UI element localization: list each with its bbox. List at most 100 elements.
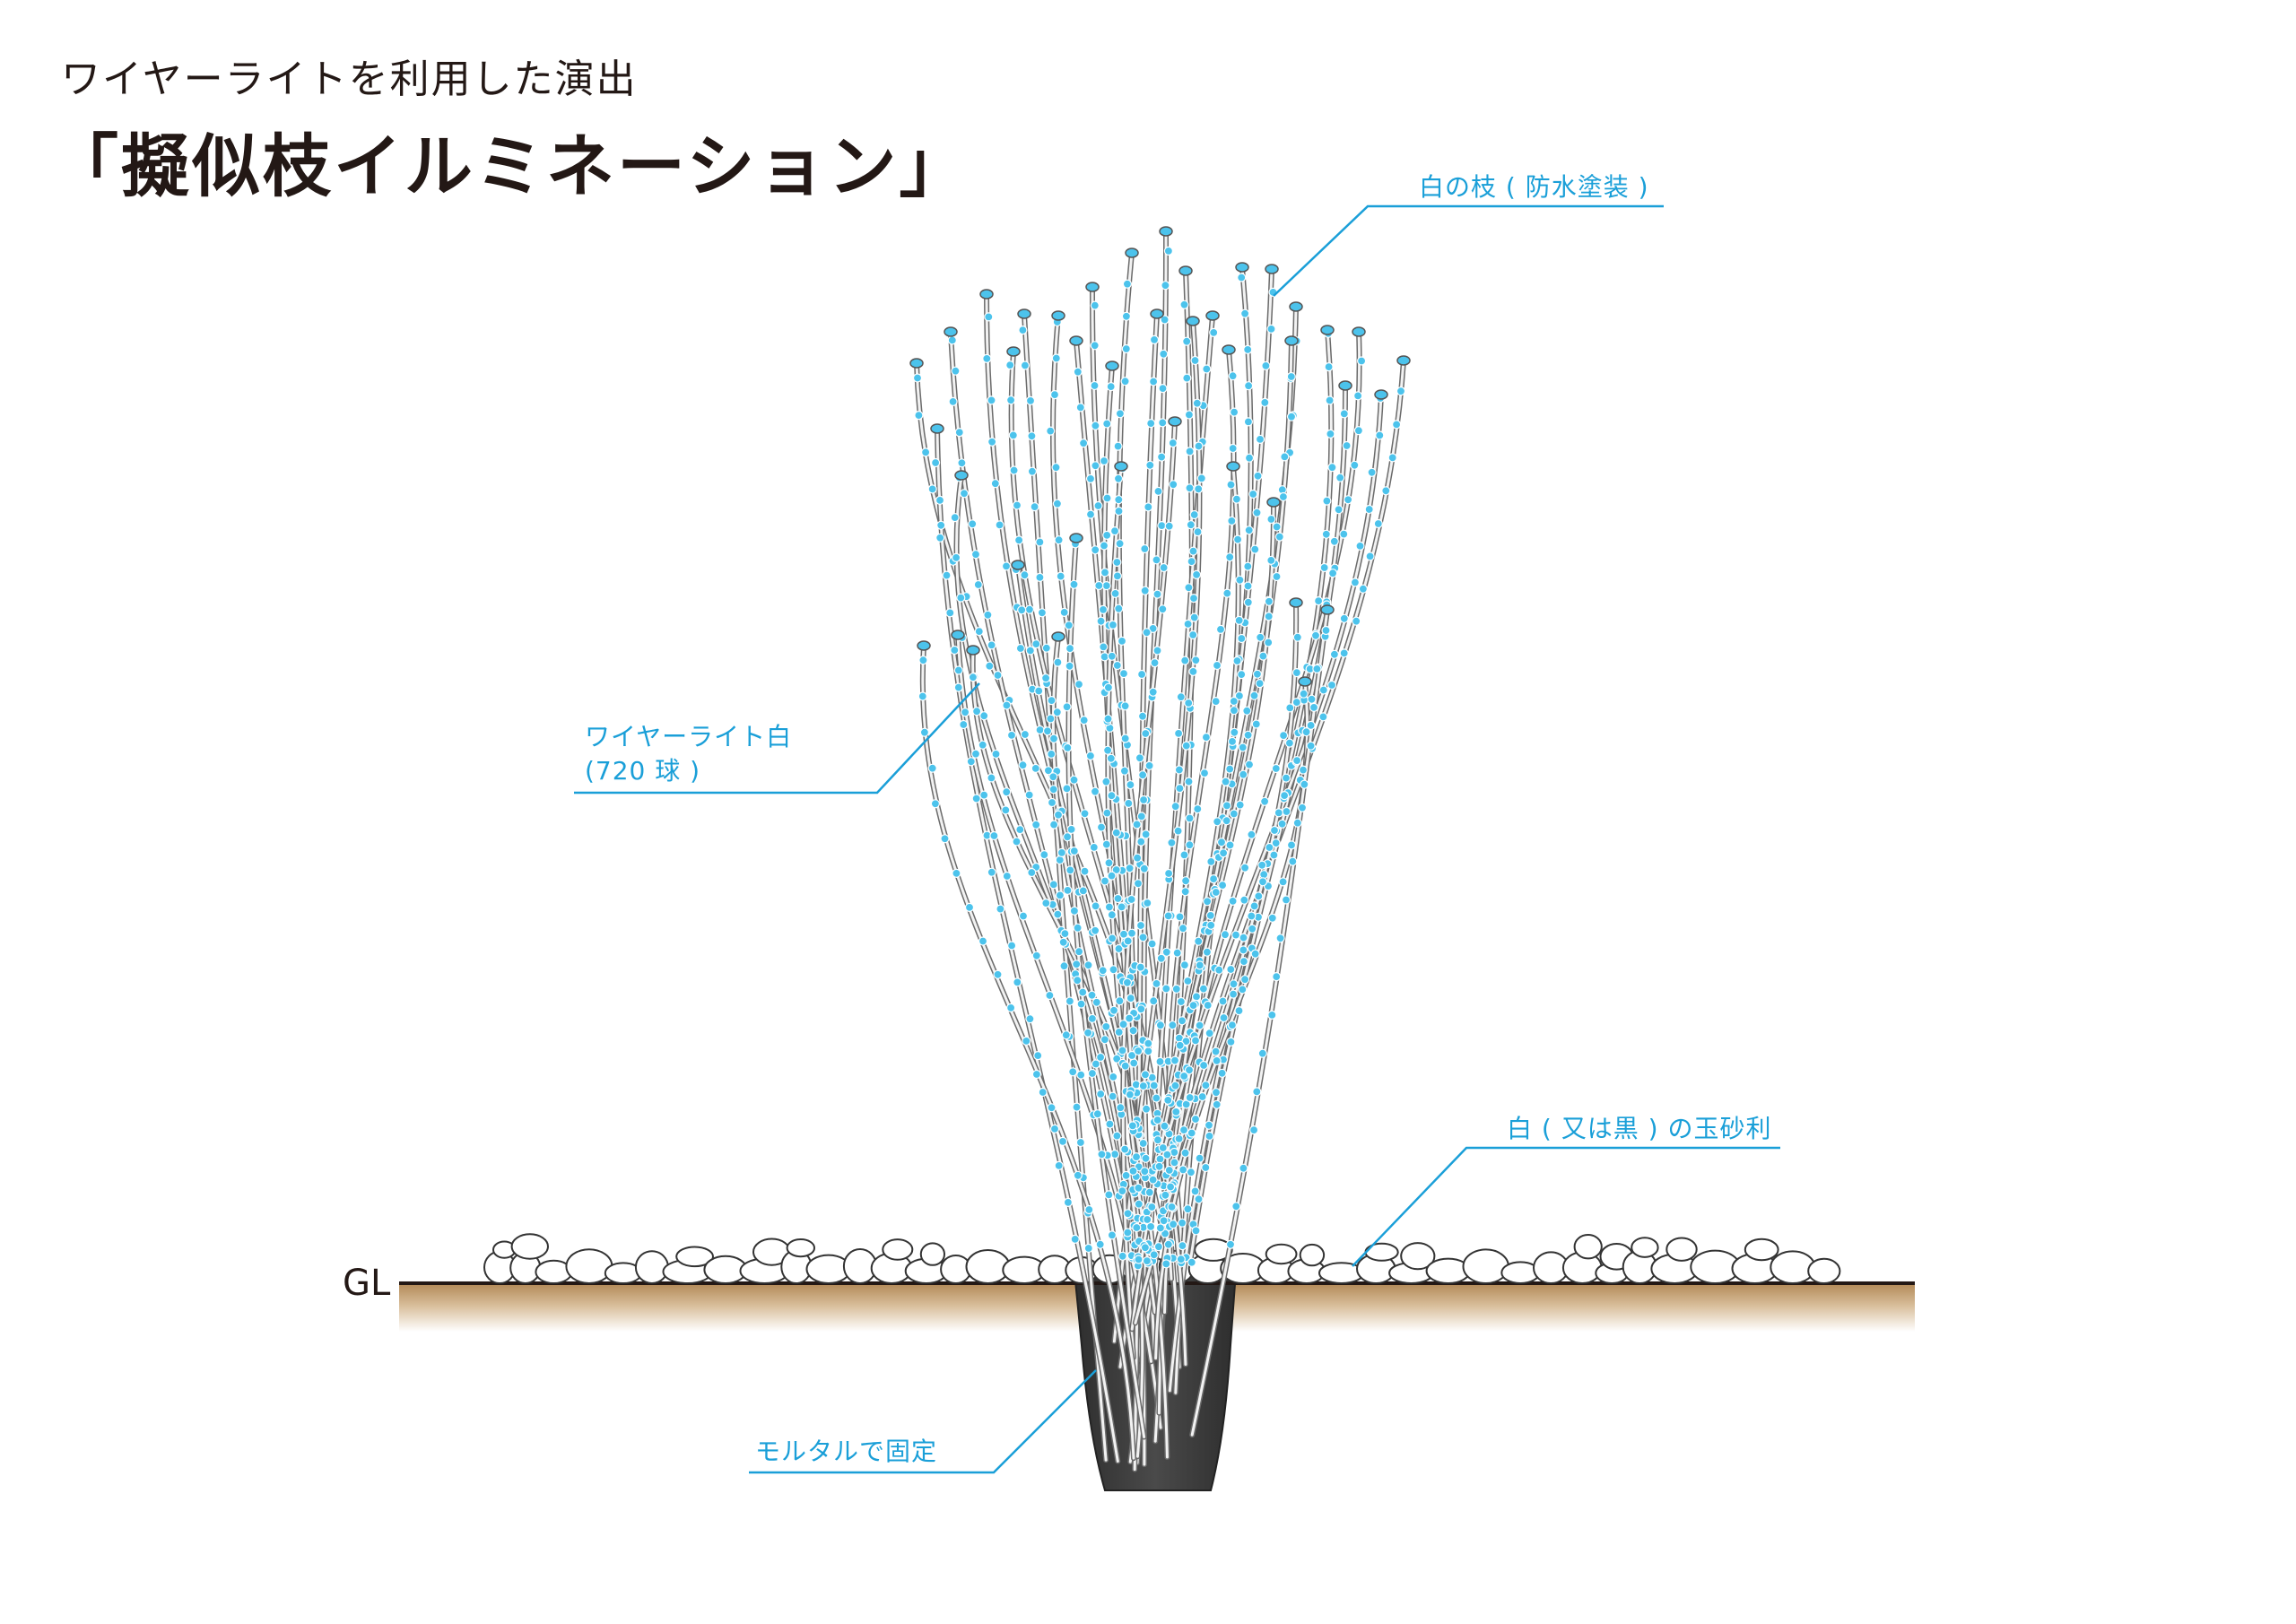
wire-light-bulb <box>1078 886 1088 896</box>
wire-light-bulb <box>1211 887 1221 898</box>
wire-light-bulb <box>919 727 930 737</box>
wire-light-bulb <box>1247 911 1257 921</box>
wire-light-bulb <box>1186 520 1196 530</box>
wire-light-bulb <box>1152 555 1161 565</box>
wire-light-bulb <box>1266 514 1276 525</box>
wire-light-bulb <box>1350 460 1360 470</box>
wire-light-bulb <box>959 489 970 499</box>
branch-tip-bulb <box>1105 360 1119 371</box>
wire-light-bulb <box>1306 720 1316 731</box>
wire-light-bulb <box>1075 403 1085 413</box>
wire-light-bulb <box>1117 636 1127 647</box>
branch-tip-bulb <box>1320 325 1335 335</box>
wire-light-bulb <box>1243 597 1253 607</box>
wire-light-bulb <box>971 794 981 803</box>
wire-light-bulb <box>1225 840 1235 850</box>
wire-light-bulb <box>1108 1091 1118 1101</box>
wire-light-bulb <box>979 790 989 800</box>
wire-light-bulb <box>1096 616 1106 626</box>
branch-tip-bulb <box>1069 335 1083 346</box>
wire-light-bulb <box>1163 1095 1173 1106</box>
wire-light-bulb <box>1134 1199 1144 1209</box>
wire-light-bulb <box>1173 826 1183 836</box>
wire-light-bulb <box>966 757 976 767</box>
wire-light-bulb <box>1204 1120 1214 1130</box>
wire-light-bulb <box>1140 586 1150 595</box>
wire-light-bulb <box>1193 803 1203 814</box>
wire-light-bulb <box>1310 630 1321 640</box>
wire-light-bulb <box>1264 638 1274 647</box>
wire-light-bulb <box>1252 1087 1262 1097</box>
wire-light-bulb <box>1092 1109 1102 1119</box>
wire-light-bulb <box>1048 785 1058 795</box>
wire-light-bulb <box>1091 461 1100 471</box>
wire-light-bulb <box>1238 743 1248 752</box>
wire-light-bulb <box>1339 409 1349 419</box>
wire-light-bulb <box>1248 924 1257 934</box>
wire-light-bulb <box>1327 569 1338 578</box>
wire-light-bulb <box>1126 993 1135 1003</box>
wire-light-bulb <box>1055 890 1065 900</box>
wire-light-bulb <box>927 484 937 494</box>
wire-light-bulb <box>1027 867 1037 878</box>
wire-light-bulb <box>1280 452 1290 462</box>
wire-light-bulb <box>1031 951 1041 960</box>
wire-light-bulb <box>1046 426 1056 436</box>
wire-light-bulb <box>1251 719 1261 729</box>
wire-light-bulb <box>1048 772 1058 782</box>
wire-light-bulb <box>1116 1103 1126 1113</box>
wire-light-bulb <box>1108 620 1118 630</box>
wire-light-bulb <box>1168 438 1178 448</box>
wire-light-bulb <box>1170 802 1180 812</box>
wire-light-bulb <box>1133 1046 1144 1056</box>
wire-light-bulb <box>983 610 993 620</box>
wire-light-bulb <box>1060 928 1070 939</box>
wire-light-bulb <box>1009 465 1019 475</box>
wire-light-bulb <box>1132 853 1143 863</box>
wire-light-bulb <box>1152 1135 1163 1145</box>
wire-light-bulb <box>995 520 1004 530</box>
wire-light-bulb <box>1356 356 1367 366</box>
wire-light-bulb <box>1101 1021 1111 1032</box>
branch-tip-bulb <box>1069 533 1083 543</box>
wire-light-bulb <box>1161 281 1170 291</box>
wire-light-bulb <box>1002 787 1012 797</box>
wire-light-bulb <box>1281 895 1292 905</box>
wire-light-bulb <box>1123 1228 1133 1238</box>
wire-light-bulb <box>996 904 1005 914</box>
wire-light-bulb <box>1244 760 1255 769</box>
wire-light-bulb <box>1227 736 1238 747</box>
wire-light-bulb <box>1229 809 1239 819</box>
wire-light-bulb <box>1203 1000 1213 1011</box>
wire-light-bulb <box>1179 1071 1189 1081</box>
wire-light-bulb <box>1239 975 1250 985</box>
wire-light-bulb <box>1054 1160 1064 1171</box>
wire-light-bulb <box>1187 1257 1196 1267</box>
wire-light-bulb <box>1041 643 1051 653</box>
wire-light-bulb <box>1286 371 1296 382</box>
wire-light-bulb <box>1201 732 1212 743</box>
wire-light-bulb <box>1109 525 1120 536</box>
wire-light-bulb <box>1102 493 1112 503</box>
wire-light-bulb <box>1237 273 1247 282</box>
wire-light-bulb <box>1085 751 1096 761</box>
wire-light-bulb <box>1306 741 1316 751</box>
wire-light-bulb <box>1187 556 1196 567</box>
wire-light-bulb <box>1107 871 1117 881</box>
wire-light-bulb <box>953 665 963 675</box>
wire-light-bulb <box>1123 936 1133 946</box>
wire-light-bulb <box>987 867 996 877</box>
wire-light-bulb <box>1106 753 1116 763</box>
wire-light-bulb <box>1175 783 1185 794</box>
wire-light-bulb <box>1049 390 1060 400</box>
wire-light-bulb <box>1161 1190 1170 1200</box>
wire-light-bulb <box>1132 1222 1142 1233</box>
wire-light-bulb <box>1202 947 1213 957</box>
wire-light-bulb <box>1272 971 1282 982</box>
wire-light-bulb <box>930 457 941 468</box>
wire-light-bulb <box>1164 521 1174 531</box>
wire-light-bulb <box>1058 937 1068 947</box>
wire-light-bulb <box>1025 1014 1035 1024</box>
wire-light-bulb <box>1057 1136 1068 1147</box>
wire-light-bulb <box>1288 856 1298 866</box>
